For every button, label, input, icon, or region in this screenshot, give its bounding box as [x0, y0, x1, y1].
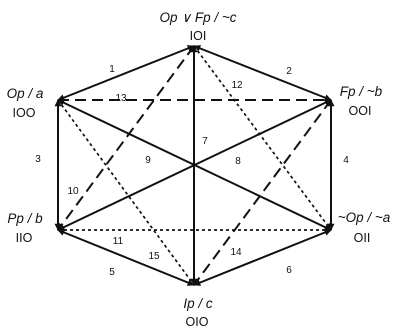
- vertex-lower-right-code: OII: [354, 231, 371, 245]
- vertex-lower-left-code: IIO: [16, 231, 33, 245]
- vertex-lower-left: Pp / b IIO: [7, 211, 43, 245]
- vertex-lower-left-label: Pp / b: [7, 211, 43, 226]
- vertex-bottom: Ip / c OIO: [183, 296, 213, 329]
- edge-6-line: [193, 229, 332, 286]
- edge-6-number: 6: [286, 265, 292, 276]
- edge-13-number: 13: [115, 93, 127, 104]
- vertex-bottom-code: OIO: [186, 315, 209, 329]
- edge-5-number: 5: [109, 267, 115, 278]
- edge-12-line: [193, 45, 332, 231]
- edge-3-number: 3: [35, 154, 41, 165]
- vertex-lower-right: ~Op / ~a OII: [338, 210, 391, 245]
- vertex-top-code: IOI: [190, 29, 207, 43]
- vertex-upper-left: Op / a IOO: [7, 86, 44, 120]
- vertex-upper-left-label: Op / a: [7, 86, 44, 101]
- edge-11-number: 11: [113, 236, 124, 247]
- edge-5-line: [57, 229, 195, 286]
- edge-2-number: 2: [286, 66, 292, 77]
- edges-layer: [54, 45, 335, 286]
- edge-1-line: [57, 45, 195, 101]
- vertex-upper-right-code: OOI: [349, 104, 372, 118]
- edge-10-number: 10: [67, 186, 79, 197]
- edge-10-line: [57, 45, 195, 231]
- vertex-lower-right-label: ~Op / ~a: [338, 210, 391, 225]
- edge-12-number: 12: [231, 80, 243, 91]
- vertex-bottom-label: Ip / c: [183, 296, 213, 311]
- edge-8-number: 8: [235, 156, 241, 167]
- edge-9-line: [57, 99, 332, 231]
- vertex-upper-right-label: Fp / ~b: [340, 84, 383, 99]
- edge-9-number: 9: [145, 155, 151, 166]
- edge-2-line: [193, 45, 332, 101]
- edge-15-number: 15: [148, 251, 160, 262]
- edge-4-number: 4: [343, 155, 349, 166]
- edge-15-line: [57, 99, 195, 286]
- edge-14-number: 14: [230, 247, 242, 258]
- vertex-top: Op ∨ Fp / ~c IOI: [159, 10, 236, 43]
- edge-7-number: 7: [202, 136, 208, 147]
- vertex-upper-right: Fp / ~b OOI: [340, 84, 383, 118]
- edge-1-number: 1: [109, 64, 115, 75]
- edge-14-line: [193, 99, 332, 286]
- vertex-top-label: Op ∨ Fp / ~c: [159, 10, 236, 25]
- vertex-upper-left-code: IOO: [13, 106, 36, 120]
